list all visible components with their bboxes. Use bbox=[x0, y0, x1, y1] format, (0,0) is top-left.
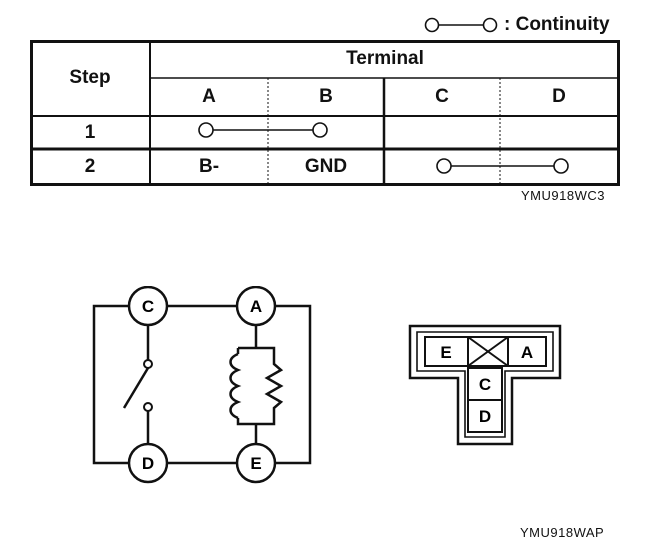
connector-cell-c bbox=[467, 367, 503, 401]
terminal-e-node: E bbox=[235, 442, 277, 484]
connector-label-c: C bbox=[479, 375, 491, 394]
column-b-header: B bbox=[319, 86, 333, 107]
table-grid bbox=[30, 40, 620, 186]
connector-diagram: E A C D bbox=[408, 324, 562, 446]
column-a-header: A bbox=[202, 86, 216, 107]
row2-continuity-symbol bbox=[436, 158, 569, 174]
connector-cell-d bbox=[467, 399, 503, 433]
terminal-c-label: C bbox=[142, 297, 154, 316]
connector-housing-inner bbox=[416, 331, 554, 438]
circuit-wires bbox=[92, 304, 312, 465]
row2-step: 2 bbox=[84, 156, 96, 177]
connector-cell-e bbox=[424, 336, 469, 367]
terminal-e-label: E bbox=[250, 454, 261, 473]
connector-label-d: D bbox=[479, 407, 491, 426]
row2-terminal-b: GND bbox=[304, 156, 348, 177]
row2-terminal-a: B- bbox=[198, 156, 220, 177]
continuity-table: Step Terminal A B C D 1 2 B- GND bbox=[30, 40, 620, 186]
connector-cell-a bbox=[507, 336, 547, 367]
connector-housing-outer bbox=[408, 324, 562, 446]
column-c-header: C bbox=[435, 86, 449, 107]
continuity-symbol-icon bbox=[424, 17, 498, 33]
table-figure-code: YMU918WC3 bbox=[521, 188, 605, 203]
legend-label: : Continuity bbox=[504, 14, 610, 35]
terminal-d-node: D bbox=[127, 442, 169, 484]
step-header: Step bbox=[69, 67, 111, 88]
row1-step: 1 bbox=[84, 121, 96, 143]
continuity-legend: : Continuity bbox=[422, 12, 610, 38]
coil-resistor-symbol bbox=[229, 325, 284, 444]
terminal-c-node: C bbox=[127, 286, 169, 327]
terminal-d-label: D bbox=[142, 454, 154, 473]
switch-symbol bbox=[122, 359, 153, 412]
terminal-header: Terminal bbox=[346, 48, 424, 69]
terminal-a-node: A bbox=[235, 286, 277, 327]
circuit-diagram: C A D E bbox=[92, 286, 312, 484]
terminal-a-label: A bbox=[250, 297, 262, 316]
row1-continuity-symbol bbox=[198, 122, 328, 138]
connector-label-a: A bbox=[521, 343, 533, 362]
column-d-header: D bbox=[552, 86, 566, 107]
diagram-figure-code: YMU918WAP bbox=[520, 525, 605, 540]
connector-label-e: E bbox=[440, 343, 451, 362]
